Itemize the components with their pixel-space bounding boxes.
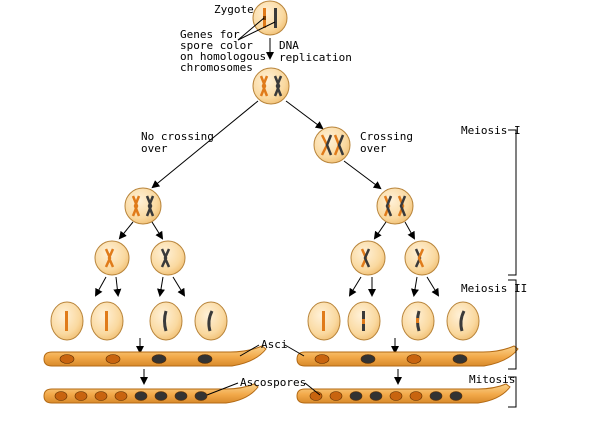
- crossing-label-line1: Crossing: [360, 130, 413, 143]
- genes-label-line4: chromosomes: [180, 61, 253, 74]
- crossing-cell: [313, 126, 351, 164]
- genes-pointer-line-2: [237, 21, 276, 41]
- right-spore-chrom-3-band: [416, 318, 419, 323]
- left-meiosis1-cell: [124, 187, 162, 225]
- genes-label-line3: on homologous: [180, 50, 266, 63]
- left-ascus-spore-3: [151, 354, 167, 364]
- left-cell-a: [94, 240, 130, 276]
- left-ascospores-spore-6: [154, 391, 168, 401]
- left-ascospores-spore-4: [114, 391, 128, 401]
- crossing-chromosomes: [320, 134, 345, 156]
- meiosis2-label: Meiosis II: [461, 282, 527, 295]
- left-chrom-a: [104, 248, 115, 268]
- left-split-arrow-b: [151, 221, 164, 240]
- right-ascus-spore-3: [406, 354, 422, 364]
- right-spore-chrom-4: [459, 310, 466, 332]
- right-cell-b: [404, 240, 440, 276]
- right-spore-chrom-2-band: [362, 319, 365, 324]
- right-arrow-4: [426, 276, 440, 297]
- genes-pointer-line: [237, 17, 265, 41]
- left-spore-chrom-1: [65, 311, 68, 331]
- right-ascus-spore-2: [360, 354, 376, 364]
- left-meiosis1-chromosomes: [131, 195, 155, 217]
- ascospores-pointer-left: [206, 382, 239, 396]
- genes-label-line2: spore color: [180, 39, 253, 52]
- dna-label-line2: replication: [279, 51, 352, 64]
- mitosis-bracket: [508, 376, 517, 408]
- asci-label: Asci: [261, 338, 288, 351]
- right-ascospores-spore-6: [409, 391, 423, 401]
- left-chrom-b: [160, 248, 171, 268]
- left-ascospores-spores: [54, 391, 208, 401]
- left-arrow-2: [113, 276, 122, 297]
- left-ascus-spore-2: [105, 354, 121, 364]
- left-cell-b: [150, 240, 186, 276]
- crossing-label-line2: over: [360, 142, 387, 155]
- left-ascospores-spore-3: [94, 391, 108, 401]
- right-meiosis1-cell: [376, 187, 414, 225]
- right-arrow-1: [348, 276, 362, 297]
- branch-arrow-right: [285, 100, 324, 130]
- right-ascus-spore-4: [452, 354, 468, 364]
- left-ascospores-spore-7: [174, 391, 188, 401]
- right-ascus: [296, 345, 519, 367]
- right-ascus-spores: [314, 354, 468, 364]
- right-ascospores-ascus: [296, 383, 511, 404]
- right-meiosis1-chromosomes: [383, 195, 407, 217]
- left-ascospores-spore-1: [54, 391, 68, 401]
- right-chrom-b-2: [417, 248, 425, 268]
- zygote-cell: [252, 0, 288, 36]
- left-arrow-4: [172, 276, 186, 297]
- left-split-arrow-a: [118, 221, 134, 240]
- right-chrom-a-2: [363, 248, 371, 268]
- genes-label-line1: Genes for: [180, 28, 240, 41]
- left-spore-chrom-2: [105, 311, 108, 331]
- left-arrow-3: [157, 276, 165, 297]
- left-ascospores-spore-2: [74, 391, 88, 401]
- dna-label-line1: DNA: [279, 39, 299, 52]
- right-ascospores-spore-1: [309, 391, 323, 401]
- branch-arrow-left: [151, 100, 259, 189]
- right-arrow-3: [411, 276, 419, 297]
- right-ascospores-spore-5: [389, 391, 403, 401]
- left-arrow-1: [95, 276, 107, 297]
- left-ascus-spore-1: [59, 354, 75, 364]
- crossing-down-arrow: [343, 160, 382, 190]
- no-crossing-label-line1: No crossing: [141, 130, 214, 143]
- right-ascospores-spore-2: [329, 391, 343, 401]
- mitosis-label: Mitosis: [469, 373, 515, 386]
- right-ascospores-spore-3: [349, 391, 363, 401]
- right-split-arrow-a: [373, 221, 387, 240]
- replicated-chromosomes: [259, 75, 283, 97]
- right-spore-cell-4: [446, 301, 480, 341]
- left-spore-chrom-3: [163, 310, 168, 332]
- left-ascospores-spore-5: [134, 391, 148, 401]
- meiosis1-bracket: [508, 129, 517, 276]
- left-ascus-spore-4: [197, 354, 213, 364]
- left-spore-chrom-4: [207, 310, 214, 332]
- right-ascospores-spore-4: [369, 391, 383, 401]
- ascospores-pointer-right: [304, 382, 321, 396]
- replicated-cell: [252, 67, 290, 105]
- right-ascospores-spore-8: [449, 391, 463, 401]
- right-cell-a: [350, 240, 386, 276]
- right-ascus-spore-1: [314, 354, 330, 364]
- ascospores-label: Ascospores: [240, 376, 306, 389]
- right-ascospores-spores: [309, 391, 463, 401]
- asci-pointer-left: [239, 344, 260, 357]
- left-ascospores-spore-8: [194, 391, 208, 401]
- zygote-chromosomes: [263, 8, 277, 28]
- left-spore-cell-4: [194, 301, 228, 341]
- zygote-label: Zygote: [214, 3, 254, 16]
- right-split-arrow-b: [404, 221, 415, 240]
- meiosis2-bracket: [508, 279, 517, 370]
- meiosis1-label: Meiosis I: [461, 124, 521, 137]
- left-ascus-spores: [59, 354, 213, 364]
- right-ascospores-spore-7: [429, 391, 443, 401]
- asci-pointer-right: [284, 344, 305, 357]
- no-crossing-label-line2: over: [141, 142, 168, 155]
- right-spore-chrom-1: [322, 311, 325, 331]
